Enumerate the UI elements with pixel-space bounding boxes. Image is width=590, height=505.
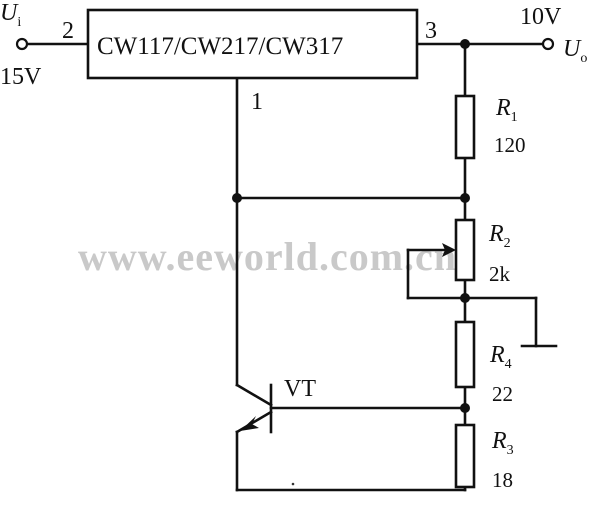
resistor-r3 [454,423,476,489]
r1-value: 120 [494,133,526,157]
r4-symbol: R4 [489,342,512,372]
junction-dots [232,39,470,413]
input-voltage: 15V [0,64,42,90]
input-symbol: Ui [0,0,21,30]
resistor-r4 [454,320,476,389]
pin-1-label: 1 [251,89,263,115]
transistor-vt [235,383,273,434]
r2-symbol: R2 [488,221,511,251]
pin-3-label: 3 [425,18,437,44]
output-symbol: Uo [563,36,587,66]
scan-speck [291,482,295,486]
transistor-label: VT [284,376,316,402]
r1-symbol: R1 [495,95,518,125]
r2-value: 2k [489,262,511,286]
output-terminal [541,37,555,51]
resistor-r2 [454,218,476,282]
input-terminal [15,37,29,51]
regulator-label: CW117/CW217/CW317 [97,33,343,60]
r3-value: 18 [492,468,513,492]
resistor-r1 [454,94,476,160]
regulator-ic [86,8,419,80]
output-voltage: 10V [520,4,562,30]
r3-symbol: R3 [491,428,514,458]
wiper-arrow-icon [442,243,456,257]
watermark: www.eeworld.com.cn [78,234,457,279]
emitter-arrow-icon [240,416,259,431]
wires [20,42,558,492]
r4-value: 22 [492,382,513,406]
pin-2-label: 2 [62,18,74,44]
